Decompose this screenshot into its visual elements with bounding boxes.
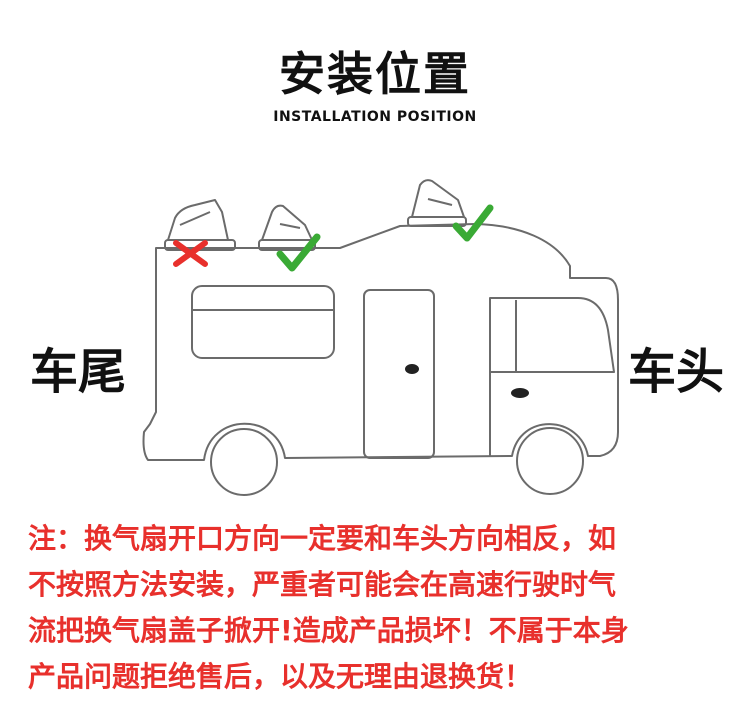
check-mark-icon bbox=[276, 233, 321, 272]
note-line: 流把换气扇盖子掀开!造成产品损坏！不属于本身 bbox=[28, 614, 629, 647]
front-label: 车头 bbox=[628, 344, 725, 400]
rear-wheel bbox=[210, 428, 278, 496]
door-handle bbox=[405, 364, 419, 374]
rv-window bbox=[191, 285, 335, 359]
page-title: 安装位置 bbox=[279, 47, 471, 101]
roof-vent-front bbox=[407, 179, 467, 227]
cab-door-handle bbox=[511, 388, 529, 398]
page-subtitle: INSTALLATION POSITION bbox=[273, 109, 477, 125]
rv-door bbox=[363, 289, 435, 459]
rv-cab-outline bbox=[489, 297, 615, 373]
wrong-mark-icon bbox=[173, 240, 208, 267]
front-wheel bbox=[516, 427, 584, 495]
note-line: 注：换气扇开口方向一定要和车头方向相反，如 bbox=[28, 522, 617, 555]
warning-note: 注：换气扇开口方向一定要和车头方向相反，如 不按照方法安装，严重者可能会在高速行… bbox=[28, 516, 728, 700]
note-line: 不按照方法安装，严重者可能会在高速行驶时气 bbox=[28, 568, 617, 601]
rear-label: 车尾 bbox=[30, 344, 127, 400]
check-mark-icon bbox=[452, 204, 494, 242]
note-line: 产品问题拒绝售后，以及无理由退换货！ bbox=[28, 660, 533, 693]
rv-body-outline bbox=[142, 223, 619, 461]
roof-vent-middle bbox=[258, 204, 316, 251]
